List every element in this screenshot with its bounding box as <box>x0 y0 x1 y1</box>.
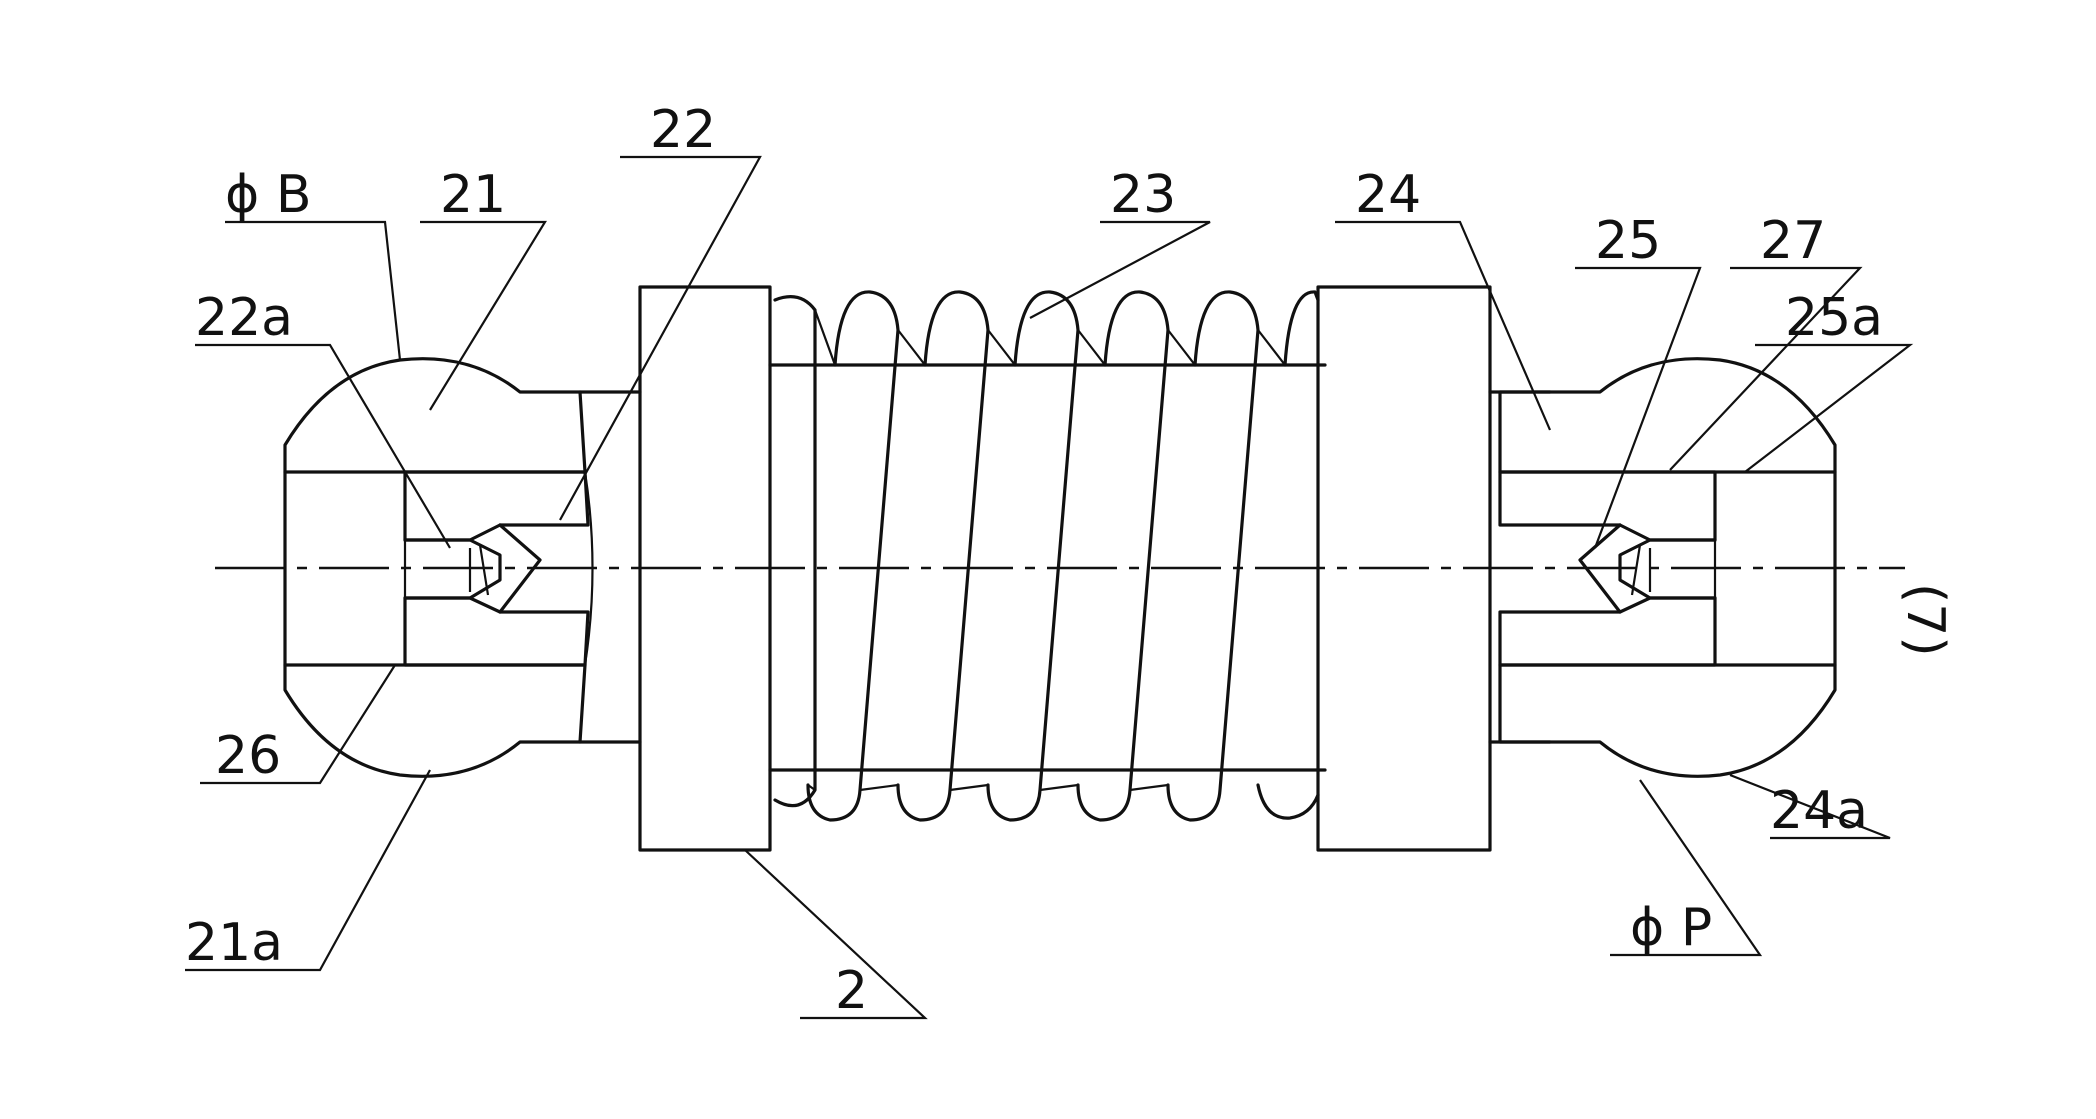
label-phi-b: ϕ B <box>225 165 312 225</box>
left-housing-bottom <box>285 665 585 776</box>
figure-number: (7) <box>1895 583 1955 657</box>
right-housing-bottom <box>1500 665 1835 776</box>
leader-lines <box>185 157 1910 1018</box>
label-2: 2 <box>835 961 868 1021</box>
label-21: 21 <box>440 165 506 225</box>
left-insert-top <box>405 472 588 540</box>
left-housing-top <box>285 359 585 472</box>
label-27: 27 <box>1760 211 1826 271</box>
label-22: 22 <box>650 100 716 160</box>
right-housing-top <box>1500 359 1835 472</box>
right-insert-bottom <box>1500 598 1715 665</box>
left-insert-bottom <box>405 598 588 665</box>
label-23: 23 <box>1110 165 1176 225</box>
label-24: 24 <box>1355 165 1421 225</box>
label-24a: 24a <box>1770 781 1868 841</box>
label-25a: 25a <box>1785 288 1883 348</box>
label-phi-p: ϕ P <box>1630 898 1712 958</box>
label-22a: 22a <box>195 288 293 348</box>
right-insert-top <box>1500 472 1715 540</box>
label-21a: 21a <box>185 913 283 973</box>
label-26: 26 <box>215 726 281 786</box>
label-25: 25 <box>1595 211 1661 271</box>
callout-labels: ϕ B 21 22 22a 23 24 25 27 25a 26 21a 2 2… <box>185 100 1955 1021</box>
coil-spring <box>770 292 1325 820</box>
